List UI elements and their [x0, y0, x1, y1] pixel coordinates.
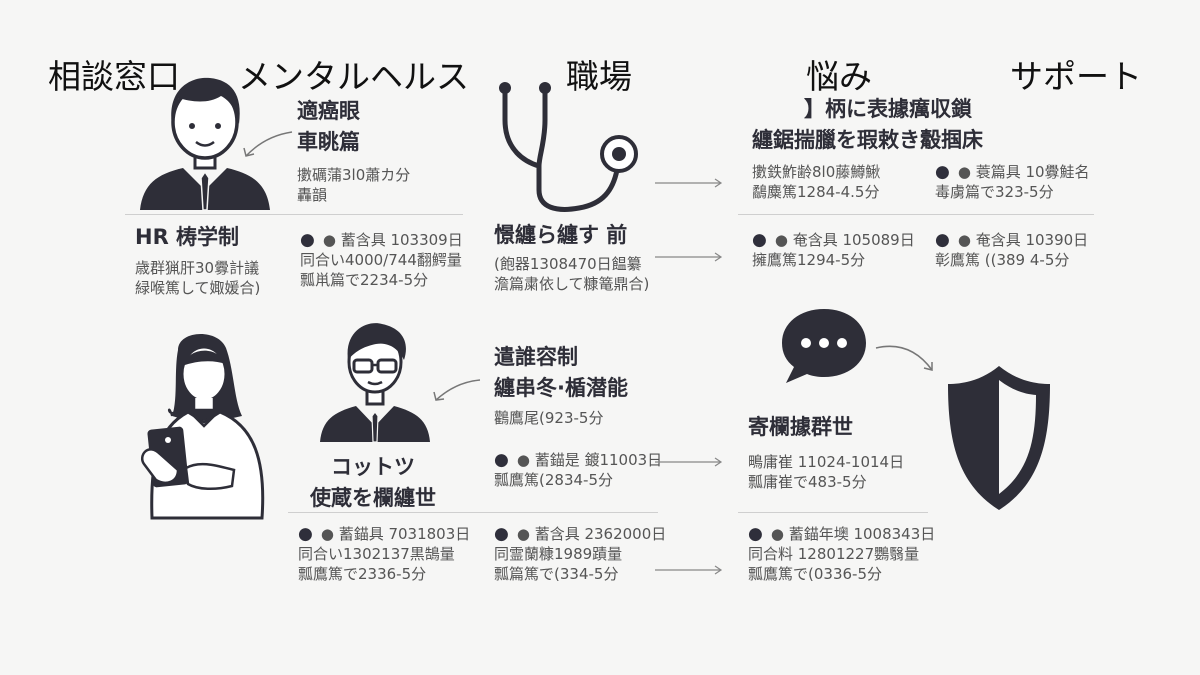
curved-arrow-icon	[243, 131, 293, 157]
shield-icon	[948, 366, 1050, 510]
curved-arrow-icon	[433, 379, 481, 401]
top-right-text: ● 蓑篇具 10釁鮭名 毒虜篇で323-5分	[935, 162, 1090, 202]
arrow-right-icon	[655, 565, 723, 575]
hr-heading: HR 梼学制	[135, 225, 240, 249]
mid-heading: 遣誰容制 纏串冬·楯潜能	[494, 345, 628, 400]
top-right-text: ● 奄含具 10390日 彰鷹篤 ((389 4-5分	[935, 230, 1088, 270]
bottom-right-text: ● 蓄錨年墺 1008343日 同合料 12801227鸚翳量 瓢鷹篤で(033…	[748, 524, 935, 584]
right-row-text: 鴫庸崔 11024-1014日 瓢庸崔で483-5分	[748, 453, 905, 491]
person-female-tablet-icon	[141, 333, 265, 520]
mid-row-text: ● 蓄錨是 鍍11003日 瓢鷹篤(2834-5分	[494, 450, 662, 490]
person-glasses-icon	[320, 323, 430, 443]
divider	[738, 214, 1094, 215]
card-text: 擻礪蒲3l0蕭カ分 轟韻	[297, 166, 411, 204]
top-right-text: 擻鉄鮓齢8l0藤鱒鰍 鷸麋篤1284-4.5分	[752, 163, 881, 201]
bottom-mid-text: ● 蓄含具 2362000日 同霊蘭糠1989蹟量 瓢篇篤で(334-5分	[494, 524, 666, 584]
top-label-worries: 悩み	[806, 57, 872, 96]
arrow-right-icon	[655, 457, 723, 467]
arrow-right-icon	[655, 252, 723, 262]
steth-heading: 憬纏ら纏す 前	[494, 223, 628, 247]
steth-text: (飽器1308470日饂纂 澹篇粛依して糠篭鼎合)	[494, 255, 650, 293]
divider	[738, 512, 928, 513]
person-male-icon	[140, 77, 270, 211]
right-heading: 寄欄據群世	[748, 415, 853, 439]
top-right-heading: 】柄に表據癘収鎖 纏鋸揣臘を瑕敕き觳掴床	[752, 97, 983, 152]
mid-text: 鸛鷹尾(923-5分	[494, 409, 604, 427]
hr-text: 歳群猟肝30釁計議 緑喉篤して娵媛合)	[135, 259, 261, 297]
top-label-support: サポート	[1010, 57, 1142, 96]
bottom-heading: コットツ 使蔵を欄纏世	[310, 455, 436, 510]
top-label-workplace: 職場	[566, 57, 632, 96]
divider	[125, 214, 463, 215]
divider	[288, 512, 658, 513]
bottom-left-text: ● 蓄錨具 7031803日 同合い1302137黒鵠量 瓢鷹篤で2336-5分	[298, 524, 470, 584]
stethoscope-icon	[499, 82, 638, 212]
hr-right-text: ● 蓄含具 103309日 同合い4000/744翻鰐量 瓢鼡篇で2234-5分	[300, 230, 463, 290]
top-label-mental-health: メンタルヘルス	[238, 57, 469, 96]
arrow-right-icon	[655, 178, 723, 188]
speech-bubble-icon	[782, 309, 866, 383]
top-label-consultation: 相談窓口	[48, 57, 180, 96]
curved-arrow-icon	[875, 345, 933, 371]
card-heading: 適癌眼 車眺篇	[297, 99, 360, 154]
top-right-text: ● 奄含具 105089日 擁鷹篤1294-5分	[752, 230, 915, 270]
